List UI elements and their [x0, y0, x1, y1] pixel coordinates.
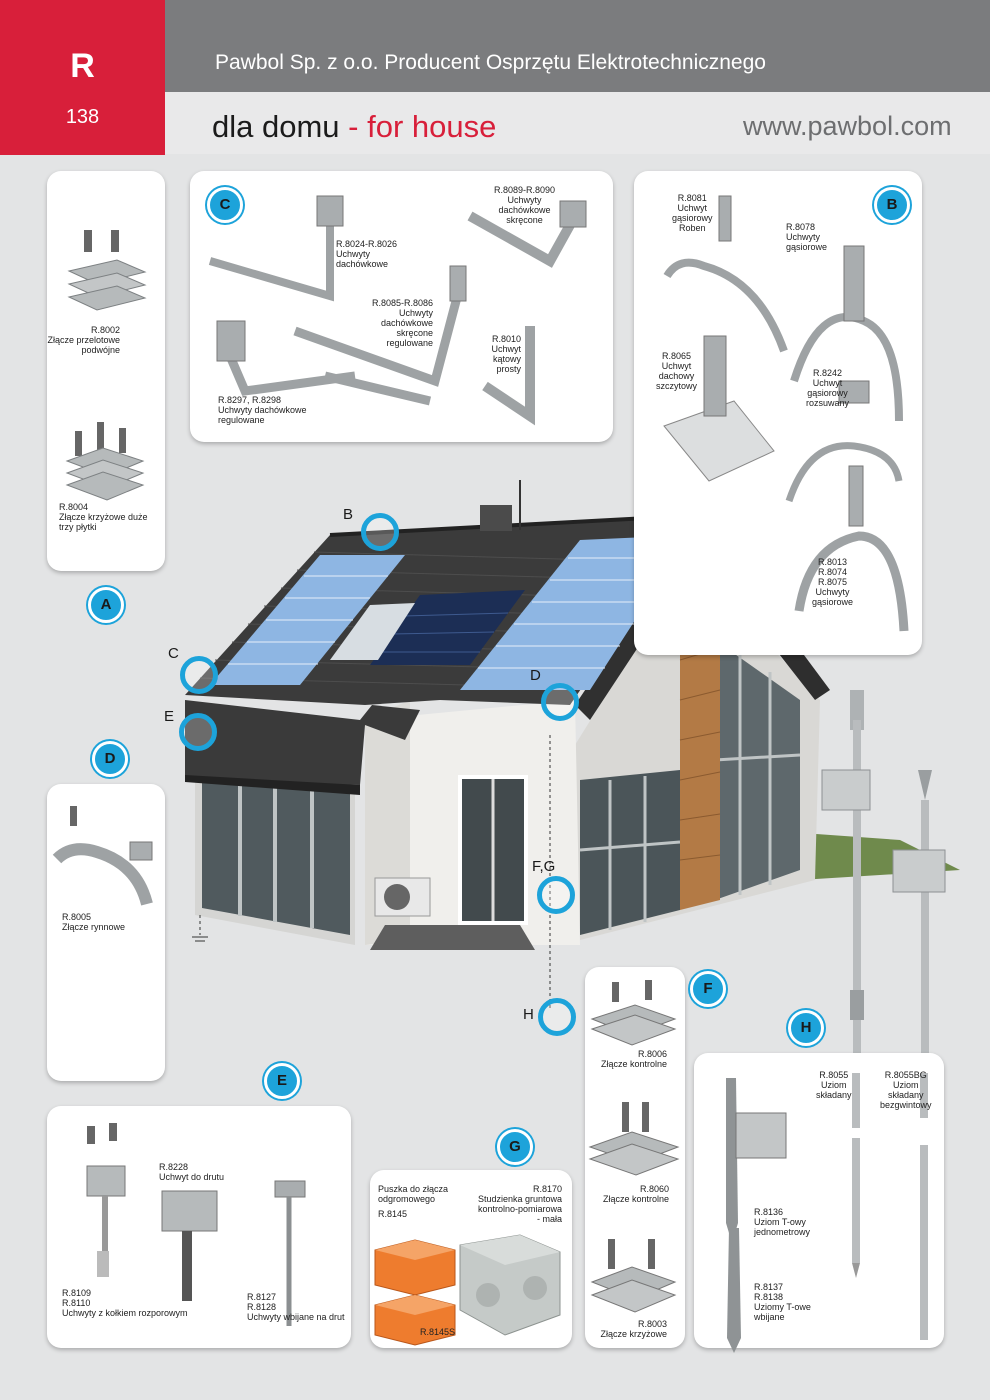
- panel-b-item-1: R.8081 Uchwyt gąsiorowy Roben: [672, 193, 713, 233]
- badge-g: G: [497, 1129, 533, 1165]
- double-pass-connector-icon: [67, 230, 147, 311]
- panel-c-item-2: R.8089-R.8090 Uchwyty dachówkowe skręcon…: [494, 185, 556, 225]
- panel-g-item-2: R.8170 Studzienka gruntowa kontrolno-pom…: [477, 1184, 562, 1224]
- panel-g-item-4: R.8145S: [420, 1327, 456, 1337]
- marker-ring-fg[interactable]: [537, 876, 575, 914]
- marker-ring-e[interactable]: [179, 713, 217, 751]
- panel-h-item-4: R.8137 R.8138 Uziomy T-owe wbijane: [754, 1282, 811, 1322]
- page-title-en: - for house: [348, 109, 497, 144]
- panel-g-item-1: Puszka do złącza odgromowego: [378, 1184, 449, 1204]
- marker-label-b: B: [343, 506, 354, 523]
- panel-g-item-3: R.8145: [378, 1209, 408, 1219]
- panel-c-item-3: R.8085-R.8086 Uchwyty dachówkowe skręcon…: [371, 298, 433, 348]
- panel-h-item-3: R.8136 Uziom T-owy jednometrowy: [754, 1207, 811, 1237]
- panel-g: Puszka do złącza odgromowego R.8170 Stud…: [370, 1170, 572, 1348]
- panel-f: R.8006 Złącze kontrolne R.8060 Złącze ko…: [585, 967, 685, 1348]
- badge-b: B: [874, 187, 910, 223]
- panel-c-item-1: R.8024-R.8026 Uchwyty dachówkowe: [336, 239, 398, 269]
- badge-d: D: [92, 741, 128, 777]
- badge-h: H: [788, 1010, 824, 1046]
- badge-f: F: [690, 971, 726, 1007]
- panel-h-item-1: R.8055 Uziom składany: [816, 1070, 852, 1100]
- panel-f-item-1: R.8006 Złącze kontrolne: [600, 1049, 667, 1069]
- earth-rods-icon: [726, 1073, 928, 1353]
- panel-b-item-3: R.8065 Uchwyt dachowy szczytowy: [656, 351, 698, 391]
- marker-label-e: E: [164, 708, 175, 725]
- panel-e: R.8228 Uchwyt do drutu R.8109 R.8110 Uch…: [47, 1106, 351, 1348]
- marker-ring-h[interactable]: [538, 998, 576, 1036]
- panel-d-item-1: R.8005 Złącze rynnowe: [62, 912, 126, 932]
- roof-tile-holders-icon: [208, 195, 587, 426]
- panel-c: R.8024-R.8026 Uchwyty dachówkowe R.8089-…: [190, 171, 613, 442]
- panel-b-item-4: R.8242 Uchwyt gąsiorowy rozsuwany: [806, 368, 850, 408]
- section-letter: R: [70, 47, 95, 85]
- marker-label-d: D: [530, 667, 541, 684]
- panel-e-item-3: R.8127 R.8128 Uchwyty wbijane na drut: [247, 1292, 345, 1322]
- badge-a: A: [88, 587, 124, 623]
- marker-ring-c[interactable]: [180, 656, 218, 694]
- panel-d: R.8005 Złącze rynnowe: [47, 784, 165, 1081]
- panel-a-item-2: R.8004 Złącze krzyżowe duże trzy płytki: [59, 502, 148, 532]
- company-name: Pawbol Sp. z o.o. Producent Osprzętu Ele…: [215, 51, 766, 74]
- marker-label-c: C: [168, 645, 179, 662]
- website-link[interactable]: www.pawbol.com: [743, 111, 952, 141]
- control-connectors-icon: [588, 980, 680, 1313]
- marker-label-fg: F,G: [532, 858, 556, 875]
- title-bar: [165, 92, 990, 154]
- header-bar: [0, 0, 990, 92]
- panel-f-item-2: R.8060 Złącze kontrolne: [602, 1184, 669, 1204]
- badge-e: E: [264, 1063, 300, 1099]
- panel-c-item-5: R.8297, R.8298 Uchwyty dachówkowe regulo…: [218, 395, 307, 425]
- marker-ring-b[interactable]: [361, 513, 399, 551]
- page-title-pl: dla domu: [212, 109, 340, 144]
- marker-ring-d[interactable]: [541, 683, 579, 721]
- panel-b: R.8081 Uchwyt gąsiorowy Roben R.8078 Uch…: [634, 171, 922, 655]
- page-title: dla domu - for house: [212, 107, 496, 147]
- panel-e-item-2: R.8109 R.8110 Uchwyty z kołkiem rozporow…: [62, 1288, 188, 1318]
- panel-f-item-3: R.8003 Złącze krzyżowe: [600, 1319, 667, 1339]
- section-tab: R 138: [0, 0, 165, 155]
- panel-a-item-1: R.8002 Złącze przelotowe podwójne: [47, 325, 120, 355]
- boxes-icon: [374, 1234, 561, 1346]
- panel-c-item-4: R.8010 Uchwyt kątowy prosty: [491, 334, 521, 374]
- marker-label-h: H: [523, 1006, 534, 1023]
- panel-h-item-2: R.8055BG Uziom składany bezgwintowy: [880, 1070, 932, 1110]
- panel-b-item-5: R.8013 R.8074 R.8075 Uchwyty gąsiorowe: [812, 557, 854, 607]
- panel-a: R.8002 Złącze przelotowe podwójne R.8004…: [47, 171, 165, 571]
- wire-holders-icon: [86, 1123, 306, 1326]
- badge-c: C: [207, 187, 243, 223]
- panel-b-item-2: R.8078 Uchwyty gąsiorowe: [786, 222, 828, 252]
- cross-connector-icon: [65, 422, 145, 501]
- gutter-connector-icon: [52, 806, 153, 906]
- panel-h: R.8055 Uziom składany R.8055BG Uziom skł…: [694, 1053, 944, 1353]
- page-number: 138: [65, 106, 100, 128]
- panel-e-item-1: R.8228 Uchwyt do drutu: [159, 1162, 225, 1182]
- ridge-holders-icon: [663, 195, 909, 632]
